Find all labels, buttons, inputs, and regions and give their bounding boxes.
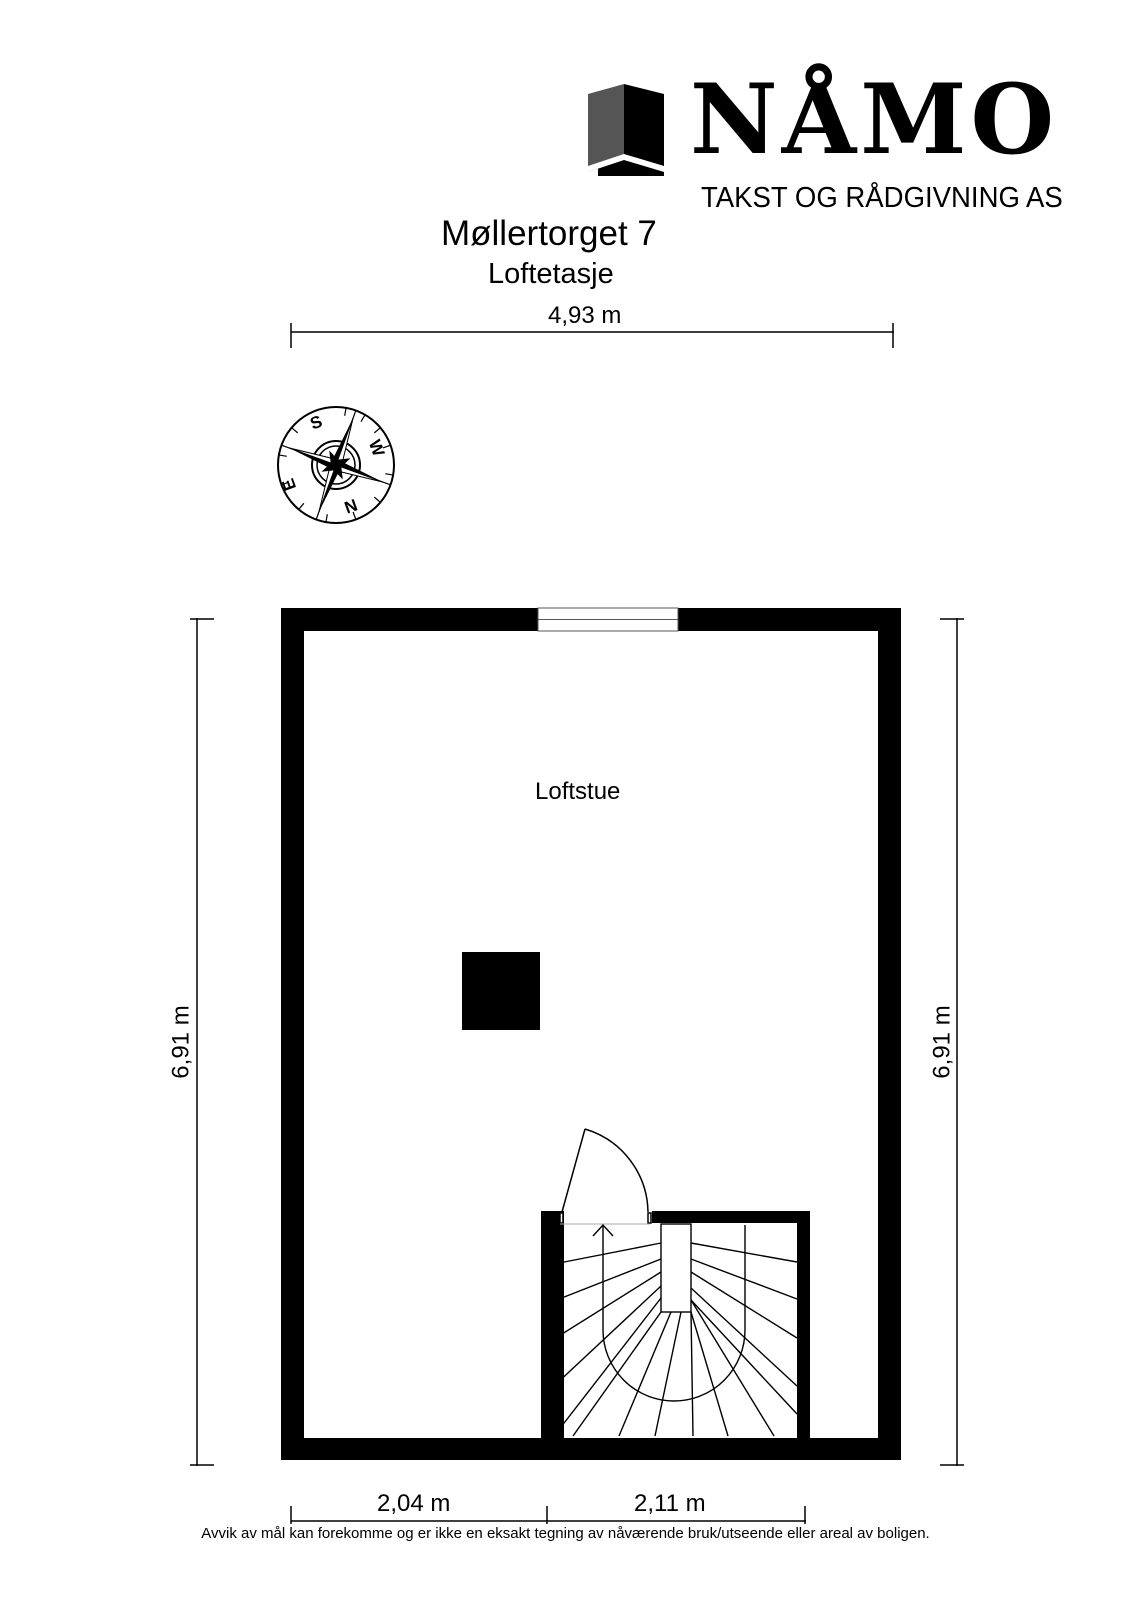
bottom-left-width-label: 2,04 m xyxy=(377,1490,451,1517)
chimney xyxy=(462,952,540,1030)
compass-icon: S W N E xyxy=(277,406,395,524)
compass-label-n: N xyxy=(342,495,360,517)
logo-tagline: TAKST OG RÅDGIVNING AS xyxy=(701,182,1063,214)
top-width-label: 4,93 m xyxy=(548,302,622,329)
stairwell-door xyxy=(559,1128,652,1225)
left-height-label: 6,91 m xyxy=(167,1005,195,1079)
logo-brand: NÅMO xyxy=(690,63,1059,176)
right-dimension-line xyxy=(940,618,964,1466)
right-height-label: 6,91 m xyxy=(928,1005,956,1079)
compass-label-w: W xyxy=(365,437,389,459)
left-dimension-line xyxy=(190,618,214,1466)
spiral-stair xyxy=(553,1223,798,1437)
stairwell-walls xyxy=(541,1211,810,1438)
top-dimension-line xyxy=(290,323,894,348)
window-top xyxy=(537,607,679,632)
floor-name: Loftetasje xyxy=(488,258,614,290)
bottom-dimension-line xyxy=(290,1506,806,1524)
page-title: Møllertorget 7 xyxy=(441,214,657,253)
bottom-right-width-label: 2,11 m xyxy=(634,1490,706,1517)
disclaimer: Avvik av mål kan forekomme og er ikke en… xyxy=(201,1525,930,1542)
room-label-loftstue: Loftstue xyxy=(535,778,621,805)
